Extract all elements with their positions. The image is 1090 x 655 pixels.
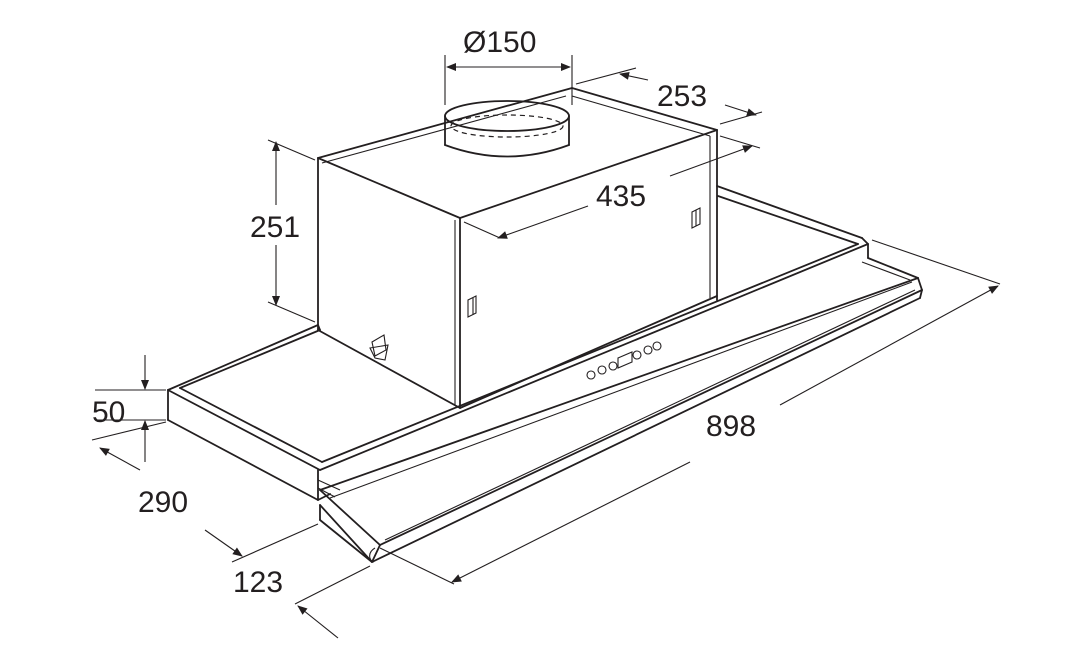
hood-height-label: 50 [92, 396, 125, 429]
side-clip [467, 295, 477, 318]
dimension-lines [91, 55, 1001, 639]
control-knob [632, 350, 642, 360]
control-knob [597, 365, 607, 375]
motor-depth-label: 253 [657, 80, 707, 113]
duct-collar [444, 100, 570, 158]
hood-drawer [319, 257, 923, 563]
motor-width-label: 435 [596, 180, 646, 213]
motor-box [317, 87, 718, 409]
duct-diameter-label: Ø150 [463, 26, 536, 59]
control-knob [643, 345, 653, 355]
side-clip [691, 207, 701, 229]
motor-height-label: 251 [250, 211, 300, 244]
mounting-bracket [371, 334, 387, 357]
display-window [617, 351, 633, 369]
dimension-labels: Ø150 253 435 251 50 290 123 898 [92, 26, 756, 599]
hood-depth-label: 290 [138, 486, 188, 519]
drawer-extension-label: 123 [233, 566, 283, 599]
hood-width-label: 898 [706, 410, 756, 443]
hood-body [167, 185, 869, 501]
control-knob [652, 341, 662, 351]
control-panel [586, 341, 662, 380]
control-knob [586, 370, 596, 380]
control-knob [608, 361, 618, 371]
